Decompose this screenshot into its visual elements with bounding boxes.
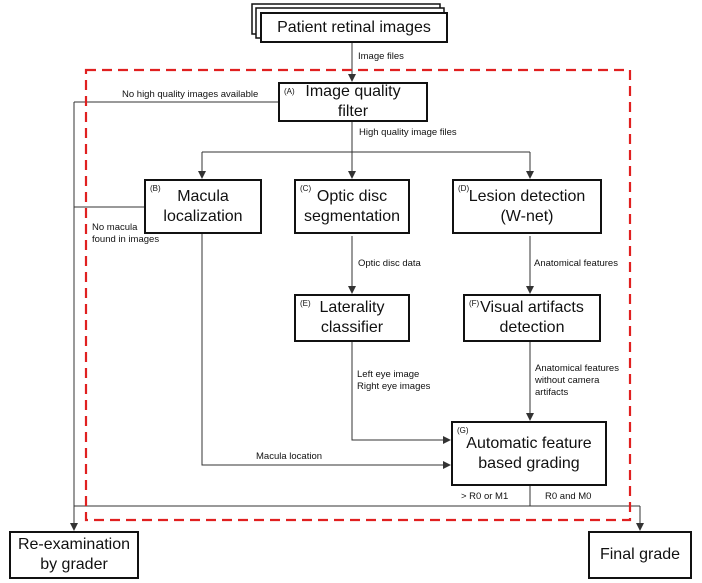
macula-localization-box: (B) Macula localization — [144, 179, 262, 234]
laterality-classifier-title: Laterality classifier — [319, 299, 385, 336]
automatic-grading-title: Automatic feature based grading — [466, 434, 592, 472]
reexamination-title: Re-examination by grader — [17, 536, 131, 573]
label-optic-disc-data: Optic disc data — [358, 258, 421, 269]
visual-artifacts-title: Visual artifacts detection — [480, 299, 584, 336]
image-quality-filter-tag: (A) — [284, 87, 295, 96]
optic-disc-segmentation-tag: (C) — [300, 184, 312, 193]
lesion-detection-tag: (D) — [458, 184, 470, 193]
pipeline-boundary — [84, 68, 632, 522]
label-high-quality-files: High quality image files — [359, 127, 457, 138]
visual-artifacts-tag: (F) — [469, 299, 480, 308]
image-quality-filter-box: (A) Image quality filter — [278, 82, 428, 122]
final-grade-box: Final grade — [588, 531, 692, 579]
label-anatomical-features: Anatomical features — [534, 258, 618, 269]
label-gt-r0-m1: > R0 or M1 — [461, 491, 509, 502]
macula-localization-title: Macula localization — [163, 187, 243, 225]
lesion-detection-title: Lesion detection (W-net) — [468, 187, 586, 225]
label-image-files: Image files — [358, 51, 404, 62]
laterality-classifier-tag: (E) — [300, 299, 311, 308]
arrow-laterality-to-grading — [351, 342, 451, 444]
laterality-classifier-box: (E) Laterality classifier — [294, 294, 410, 342]
automatic-grading-tag: (G) — [457, 426, 469, 435]
image-quality-filter-title: Image quality filter — [305, 83, 401, 120]
label-r0-m0: R0 and M0 — [545, 491, 592, 502]
label-macula-location: Macula location — [256, 451, 323, 462]
patient-images-title: Patient retinal images — [277, 18, 431, 36]
visual-artifacts-box: (F) Visual artifacts detection — [463, 294, 601, 342]
automatic-grading-box: (G) Automatic feature based grading — [451, 421, 607, 486]
patient-images-box: Patient retinal images — [260, 12, 448, 43]
label-left-right-eye: Left eye image Right eye images — [357, 369, 431, 392]
label-without-artifacts: Anatomical features without camera artif… — [535, 363, 619, 398]
macula-localization-tag: (B) — [150, 184, 161, 193]
final-grade-title: Final grade — [599, 546, 681, 563]
arrow-macula-to-grading — [201, 232, 451, 469]
reexamination-box: Re-examination by grader — [9, 531, 139, 579]
optic-disc-segmentation-title: Optic disc segmentation — [303, 187, 401, 225]
label-no-high-quality: No high quality images available — [122, 89, 259, 100]
label-no-macula: No macula found in images — [92, 222, 160, 245]
lesion-detection-box: (D) Lesion detection (W-net) — [452, 179, 602, 234]
optic-disc-segmentation-box: (C) Optic disc segmentation — [294, 179, 410, 234]
